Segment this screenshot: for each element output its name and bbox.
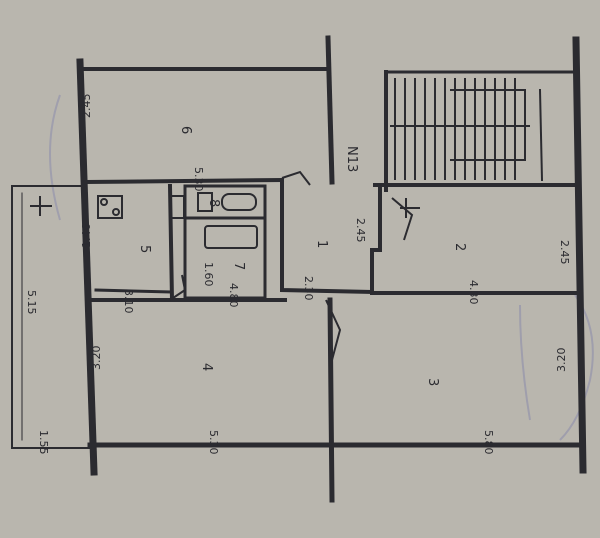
bathtub	[204, 225, 258, 249]
walls	[11, 35, 587, 503]
fixtures	[30, 192, 420, 249]
dim-230: 2.30	[302, 276, 315, 301]
room-label-7: 7	[231, 262, 246, 270]
dim-530-top: 5.30	[192, 167, 205, 192]
stairs	[390, 78, 530, 180]
dim-245-right: 2.45	[558, 240, 571, 265]
dim-480: 4.80	[227, 283, 240, 308]
wall-room6-bottom	[83, 177, 285, 185]
dim-580: 5.80	[482, 430, 495, 455]
balcony-outline	[11, 185, 91, 449]
door-room4	[325, 299, 342, 361]
room-label-4: 4	[199, 363, 214, 371]
dimension-labels: 2.45 5.30 2.45 2.45 4.30 2.30 1.60 4.80 …	[25, 94, 571, 455]
room-label-6: 6	[178, 126, 193, 134]
stair-label: N13	[344, 146, 359, 172]
dim-320-right: 3.20	[555, 348, 568, 373]
dim-530-bottom: 5.30	[207, 430, 220, 455]
room-label-5: 5	[137, 245, 152, 253]
room-label-1: 1	[314, 240, 329, 248]
door-room1	[281, 170, 311, 186]
dim-430: 4.30	[467, 280, 480, 305]
room-label-3: 3	[425, 378, 440, 386]
dim-245-mid: 2.45	[354, 218, 367, 243]
dim-310: 3.10	[122, 289, 135, 314]
dim-155: 1.55	[37, 430, 50, 455]
kitchen-sink	[169, 195, 185, 219]
room-labels: 6 1 2 3 4 5 7 8 N13	[137, 126, 467, 386]
dim-160: 1.60	[202, 262, 215, 287]
dim-320-left: 3.20	[90, 346, 103, 371]
wall-room5-mid	[94, 288, 172, 294]
door-room5	[169, 274, 187, 301]
doors	[169, 170, 414, 361]
corridor-outline	[280, 178, 382, 295]
dim-146: 1.46	[80, 224, 93, 249]
wall-room3-left	[327, 297, 335, 503]
stove-burner	[112, 208, 120, 216]
dim-515: 5.15	[25, 290, 38, 315]
door-room2	[391, 197, 414, 241]
stove-burner	[100, 198, 108, 206]
dim-245-left: 2.45	[80, 94, 93, 119]
outer-wall-right	[572, 36, 587, 474]
toilet	[221, 193, 257, 211]
bath-block	[183, 184, 267, 300]
room-label-8: 8	[206, 199, 221, 207]
stove	[97, 195, 123, 219]
sink	[197, 192, 213, 212]
stamp-mark	[49, 94, 594, 441]
wall-stair-inner	[538, 88, 544, 182]
wall-room6-right	[325, 35, 335, 185]
room-label-2: 2	[452, 243, 467, 251]
outer-wall-left	[76, 58, 98, 476]
